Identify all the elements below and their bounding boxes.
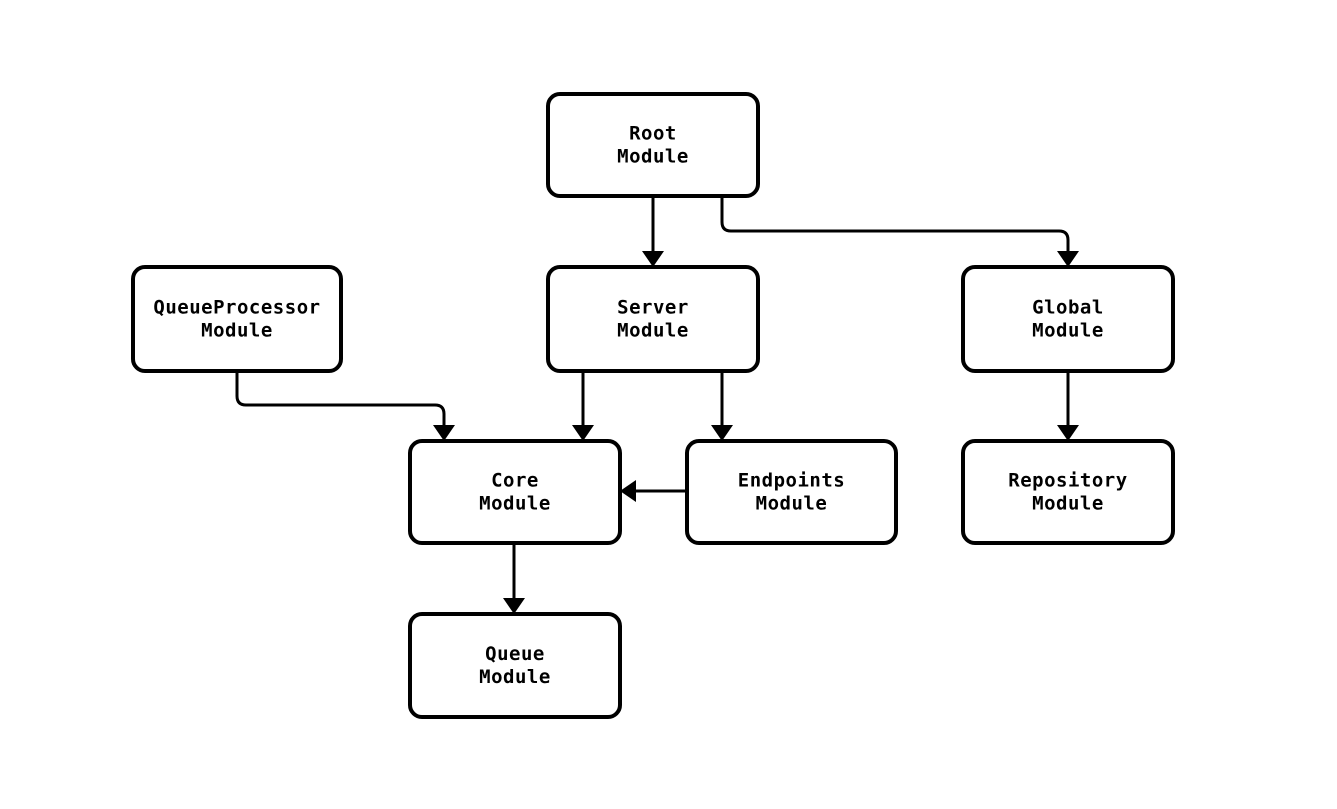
node-box-endpoints[interactable] [685,439,898,545]
edge-line [235,371,446,432]
node-label-endpoints-name: Endpoints [738,470,845,492]
edge-arrowhead [503,598,525,614]
node-label-root-name: Root [629,123,677,145]
edge-global-to-repository [1057,371,1079,441]
node-label-repository-name: Repository [1008,470,1127,492]
edge-arrowhead [1057,425,1079,441]
node-box-global[interactable] [961,265,1175,373]
node-box-repository[interactable] [961,439,1175,545]
node-box-queue[interactable] [408,612,622,719]
edge-endpoints-to-core [620,480,687,502]
node-label-repository-kind: Module [1032,493,1104,515]
edge-arrowhead [572,425,594,441]
edge-arrowhead [433,425,455,441]
node-label-queueprocessor-kind: Module [201,320,273,342]
node-label-queue-kind: Module [479,666,551,688]
edge-arrowhead [711,425,733,441]
edge-queueprocessor-to-core [235,371,455,441]
node-label-queue-name: Queue [485,643,545,665]
edge-root-to-server [642,196,664,267]
nodes-layer: RootModuleQueueProcessorModuleServerModu… [131,92,1175,719]
edge-arrowhead [642,251,664,267]
edge-arrowhead [620,480,636,502]
node-label-core-kind: Module [479,493,551,515]
node-box-core[interactable] [408,439,622,545]
node-label-server-name: Server [617,297,689,319]
edge-arrowhead [1057,251,1079,267]
node-box-root[interactable] [546,92,760,198]
node-label-endpoints-kind: Module [756,493,828,515]
edge-server-to-core [572,371,594,441]
edge-root-to-global [720,196,1079,267]
node-label-global-kind: Module [1032,320,1104,342]
node-box-server[interactable] [546,265,760,373]
edge-server-to-endpoints [711,371,733,441]
edges-layer [235,196,1079,614]
node-label-server-kind: Module [617,320,689,342]
node-label-queueprocessor-name: QueueProcessor [153,297,320,319]
node-box-queueprocessor[interactable] [131,265,343,373]
node-label-core-name: Core [491,470,539,492]
node-label-global-name: Global [1032,297,1104,319]
edge-line [720,196,1070,258]
edge-core-to-queue [503,543,525,614]
node-label-root-kind: Module [617,146,689,168]
